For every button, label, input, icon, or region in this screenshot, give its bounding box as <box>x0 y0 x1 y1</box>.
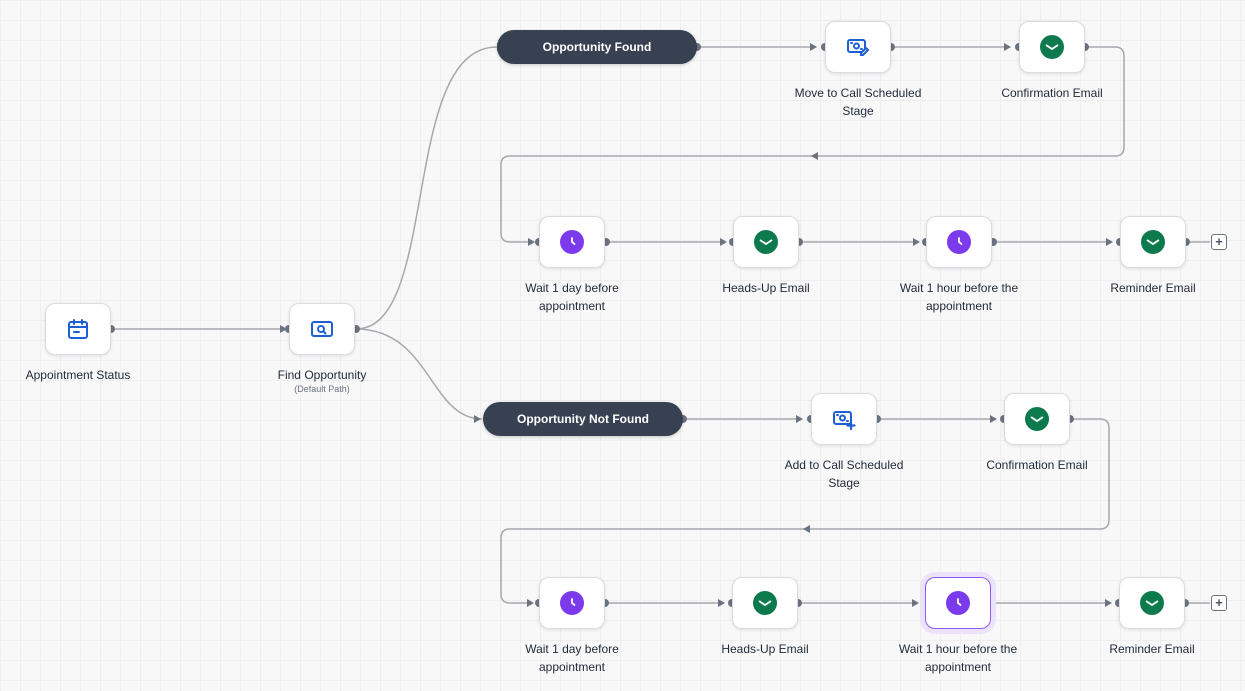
heads-up-email-label: Heads-Up Email <box>721 642 809 656</box>
email-node-confirmation-found[interactable] <box>1019 21 1085 73</box>
envelope-icon <box>1140 591 1164 615</box>
clock-icon <box>560 591 584 615</box>
add-step-button-found[interactable]: + <box>1211 234 1227 250</box>
search-card-icon <box>310 317 334 341</box>
add-step-button-not-found[interactable]: + <box>1211 595 1227 611</box>
move-stage-label: Move to Call Scheduled Stage <box>794 86 922 118</box>
find-opportunity-label: Find Opportunity <box>277 368 367 382</box>
wait-node-1-hour-not-found[interactable] <box>925 577 991 629</box>
trigger-label: Appointment Status <box>25 368 131 382</box>
action-node-move-to-call-scheduled-stage[interactable] <box>825 21 891 73</box>
wait-node-1-day-not-found[interactable] <box>539 577 605 629</box>
add-stage-label: Add to Call Scheduled Stage <box>784 458 904 490</box>
wait-1-day-label: Wait 1 day before appointment <box>525 281 619 313</box>
wait-node-1-day-found[interactable] <box>539 216 605 268</box>
action-node-add-to-call-scheduled-stage[interactable] <box>811 393 877 445</box>
action-node-find-opportunity[interactable] <box>289 303 355 355</box>
email-node-confirmation-not-found[interactable] <box>1004 393 1070 445</box>
email-node-reminder-found[interactable] <box>1120 216 1186 268</box>
trigger-node-appointment-status[interactable] <box>45 303 111 355</box>
confirmation-email-label: Confirmation Email <box>986 458 1088 472</box>
money-edit-icon <box>846 35 870 59</box>
envelope-icon <box>754 230 778 254</box>
envelope-icon <box>753 591 777 615</box>
wait-1-hour-label: Wait 1 hour before the appointment <box>899 281 1019 313</box>
email-node-heads-up-not-found[interactable] <box>732 577 798 629</box>
envelope-icon <box>1040 35 1064 59</box>
clock-icon <box>947 230 971 254</box>
wait-1-day-label: Wait 1 day before appointment <box>525 642 619 674</box>
clock-icon <box>946 591 970 615</box>
wait-node-1-hour-found[interactable] <box>926 216 992 268</box>
branch-opportunity-found[interactable]: Opportunity Found <box>497 30 697 64</box>
envelope-icon <box>1141 230 1165 254</box>
heads-up-email-label: Heads-Up Email <box>722 281 810 295</box>
clock-icon <box>560 230 584 254</box>
reminder-email-label: Reminder Email <box>1110 281 1196 295</box>
money-add-icon <box>832 407 856 431</box>
envelope-icon <box>1025 407 1049 431</box>
branch-opportunity-not-found[interactable]: Opportunity Not Found <box>483 402 683 436</box>
reminder-email-label: Reminder Email <box>1109 642 1195 656</box>
email-node-heads-up-found[interactable] <box>733 216 799 268</box>
email-node-reminder-not-found[interactable] <box>1119 577 1185 629</box>
default-path-label: (Default Path) <box>294 384 350 394</box>
confirmation-email-label: Confirmation Email <box>1001 86 1103 100</box>
calendar-icon <box>66 317 90 341</box>
wait-1-hour-label: Wait 1 hour before the appointment <box>898 642 1018 674</box>
